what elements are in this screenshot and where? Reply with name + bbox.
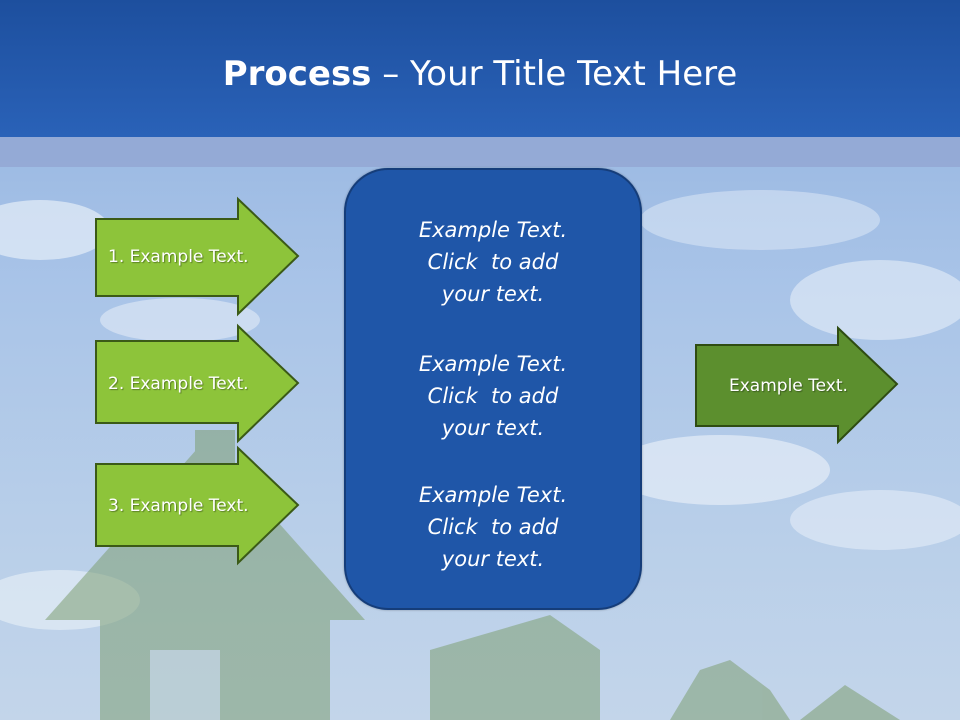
step-arrow-label: 3. Example Text. (108, 496, 249, 516)
title-rest: – Your Title Text Here (371, 54, 738, 94)
center-paragraph-1: Example Text. Click to add your text. (346, 214, 640, 310)
title-bar: Process – Your Title Text Here (0, 0, 960, 137)
arrow-shape (695, 325, 899, 445)
paragraph-line: Example Text. (418, 218, 568, 242)
title-bold: Process (222, 54, 372, 94)
center-text-box[interactable]: Example Text. Click to add your text. Ex… (344, 168, 642, 610)
paragraph-line: Click to add (427, 250, 559, 274)
step-arrow-label: 1. Example Text. (108, 247, 249, 267)
page-title: Process – Your Title Text Here (0, 50, 960, 98)
result-arrow-label: Example Text. (729, 376, 848, 396)
paragraph-line: your text. (441, 282, 545, 306)
arrow-shape (95, 323, 300, 444)
step-arrow-label: 2. Example Text. (108, 374, 249, 394)
arrow-shape (95, 445, 300, 566)
paragraph-line: Click to add (427, 515, 559, 539)
header-band (0, 137, 960, 167)
center-paragraph-2: Example Text. Click to add your text. (346, 348, 640, 444)
center-paragraph-3: Example Text. Click to add your text. (346, 479, 640, 575)
paragraph-line: Click to add (427, 384, 559, 408)
step-arrow-3[interactable]: 3. Example Text. (95, 445, 301, 566)
result-arrow[interactable]: Example Text. (695, 325, 900, 445)
step-arrow-2[interactable]: 2. Example Text. (95, 323, 301, 444)
paragraph-line: Example Text. (418, 352, 568, 376)
arrow-shape (95, 196, 300, 317)
paragraph-line: Example Text. (418, 483, 568, 507)
step-arrow-1[interactable]: 1. Example Text. (95, 196, 301, 317)
paragraph-line: your text. (441, 547, 545, 571)
paragraph-line: your text. (441, 416, 545, 440)
